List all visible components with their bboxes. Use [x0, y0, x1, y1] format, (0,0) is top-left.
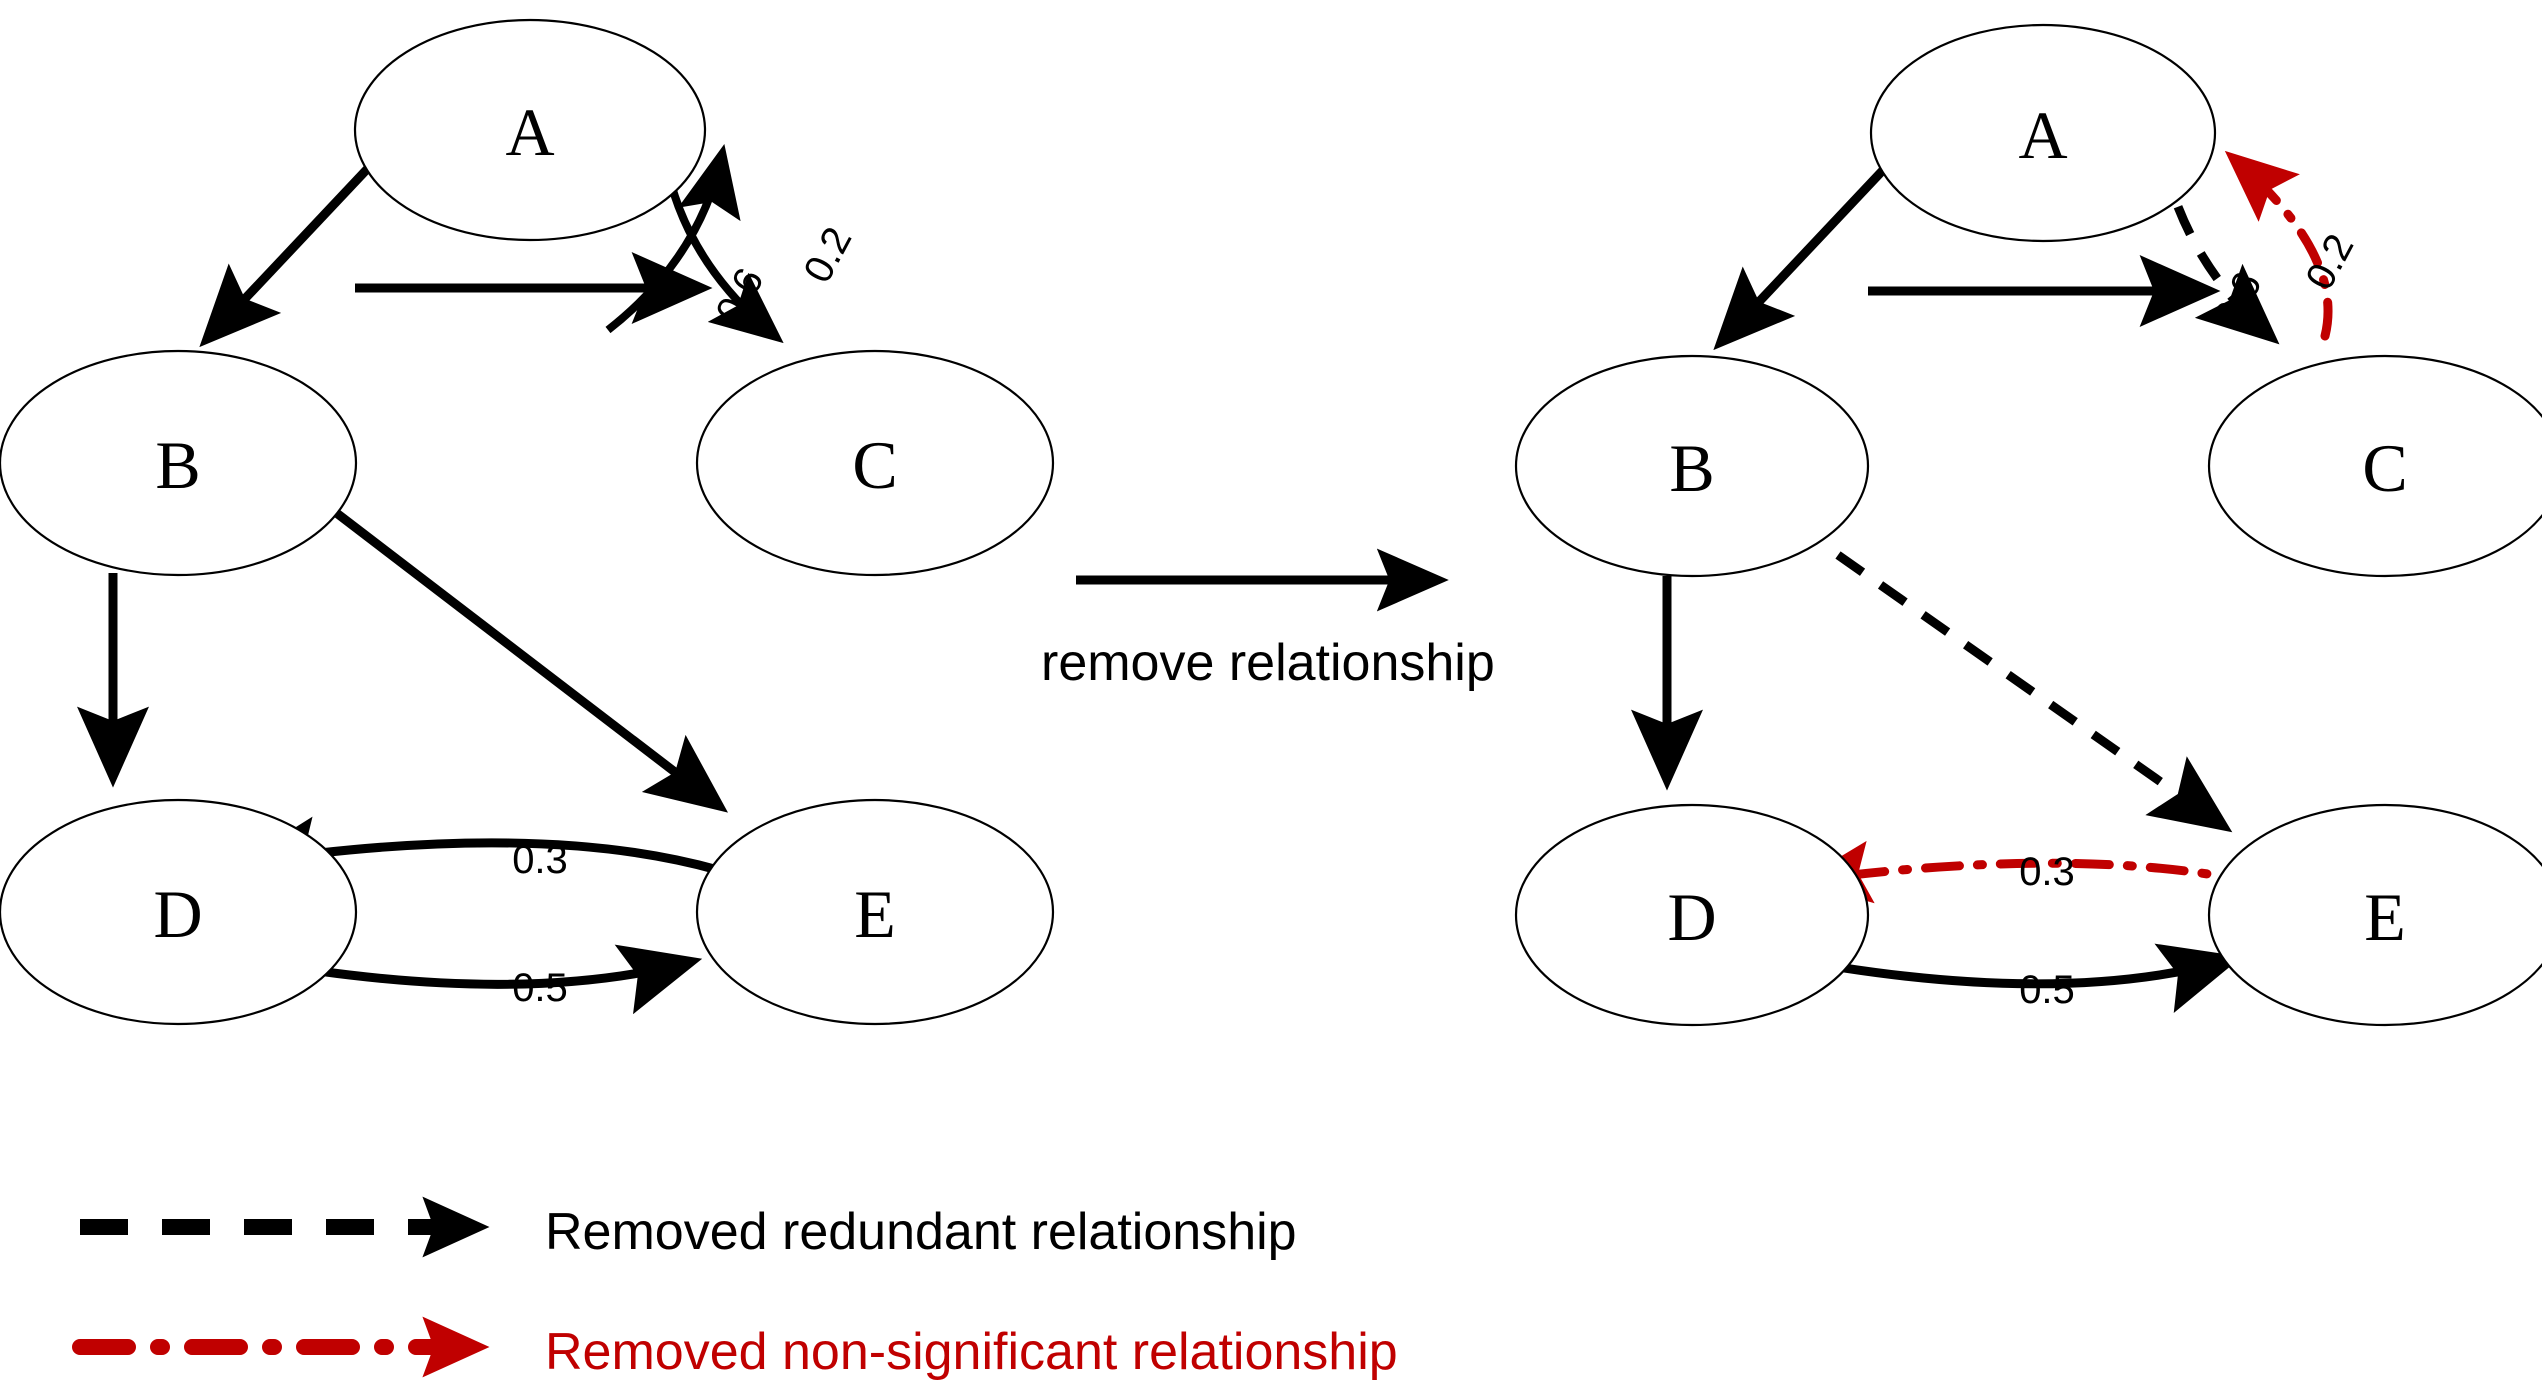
node-d-after[interactable]: D [1514, 803, 1870, 1027]
node-c-after[interactable]: C [2207, 354, 2542, 578]
node-c-ellipse-after [2207, 354, 2542, 578]
node-e-before[interactable]: E [695, 798, 1055, 1026]
legend-label-removed-non-significant: Removed non-significant relationship [545, 1323, 1398, 1381]
node-d-before[interactable]: D [0, 798, 358, 1026]
legend: Removed redundant relationship Removed n… [72, 1196, 1398, 1381]
node-a-ellipse [353, 18, 707, 242]
edge-e-to-d-after [1799, 840, 2263, 904]
transform-label: remove relationship [1041, 634, 1495, 692]
node-a-label: A [505, 94, 554, 170]
weight-de-after: 0.5 [2019, 968, 2075, 1012]
node-e-ellipse [695, 798, 1055, 1026]
node-d-ellipse-after [1514, 803, 1870, 1027]
node-b-ellipse [0, 349, 358, 577]
graph-after: A B C D E 0.2 0.6 0.3 0.5 [1514, 23, 2542, 1027]
node-b-ellipse-after [1514, 354, 1870, 578]
node-d-label: D [153, 876, 202, 952]
weight-de-before: 0.5 [512, 966, 568, 1010]
node-e-ellipse-after [2207, 803, 2542, 1027]
node-b-label-after: B [1669, 430, 1714, 506]
weight-ed-after: 0.3 [2019, 850, 2075, 894]
transform-group: remove relationship [1041, 548, 1495, 692]
node-a-before[interactable]: A [353, 18, 707, 242]
legend-item-removed-redundant: Removed redundant relationship [80, 1196, 1297, 1261]
edge-c-to-a-after [2224, 150, 2333, 341]
edge-c-to-a [605, 144, 741, 334]
legend-item-removed-non-significant: Removed non-significant relationship [72, 1316, 1398, 1381]
node-a-ellipse-after [1869, 23, 2217, 243]
legend-label-removed-redundant: Removed redundant relationship [545, 1203, 1297, 1261]
edge-b-to-e [327, 504, 729, 813]
edge-b-to-e-after [1835, 551, 2233, 833]
node-e-label: E [854, 876, 896, 952]
weight-ed-before: 0.3 [512, 838, 568, 882]
node-b-label: B [155, 427, 200, 503]
node-c-ellipse [695, 349, 1055, 577]
node-a-label-after: A [2018, 97, 2067, 173]
graph-before: A B C D E 0.2 0.6 0.3 0.5 [0, 18, 1055, 1026]
node-e-label-after: E [2364, 879, 2406, 955]
node-d-label-after: D [1667, 879, 1716, 955]
node-d-ellipse [0, 798, 358, 1026]
node-a-after[interactable]: A [1869, 23, 2217, 243]
node-b-before[interactable]: B [0, 349, 358, 577]
node-c-label: C [852, 427, 897, 503]
node-b-after[interactable]: B [1514, 354, 1870, 578]
node-c-label-after: C [2362, 430, 2407, 506]
node-c-before[interactable]: C [695, 349, 1055, 577]
node-e-after[interactable]: E [2207, 803, 2542, 1027]
weight-ca-before: 0.2 [796, 220, 861, 290]
